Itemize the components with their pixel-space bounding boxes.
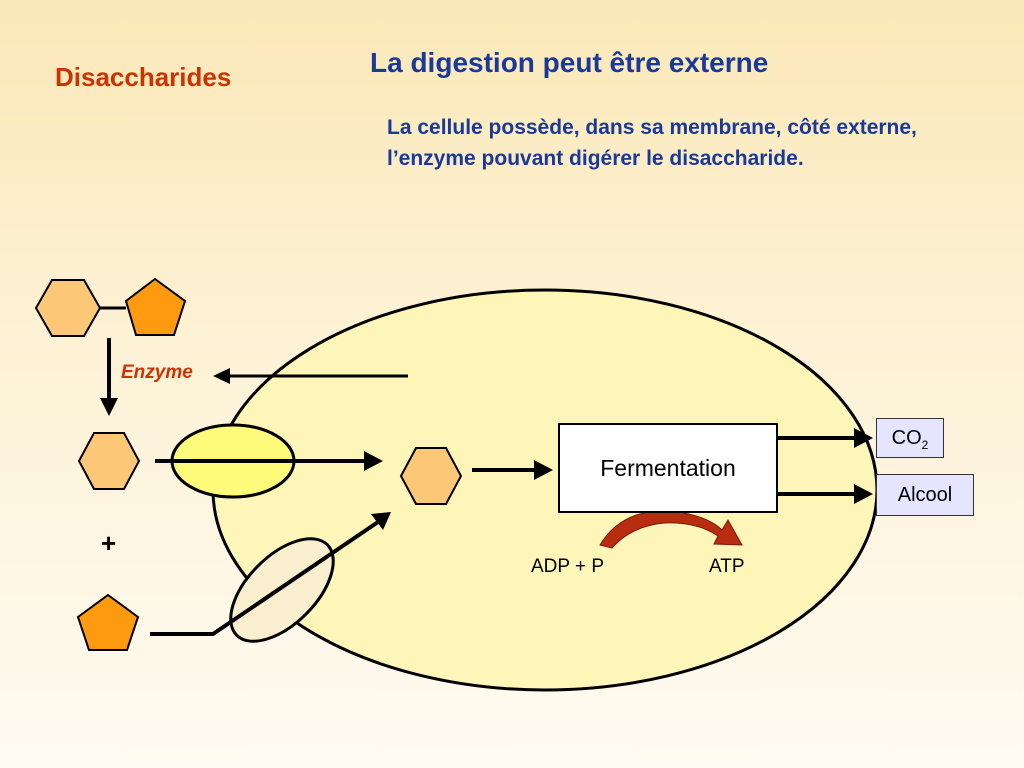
- fructose-transporter: [229, 537, 335, 643]
- slide-title: La digestion peut être externe: [370, 47, 769, 78]
- slide-description: La cellule possède, dans sa membrane, cô…: [387, 116, 917, 170]
- fermentation-label: Fermentation: [600, 455, 736, 481]
- alcool-product-box: Alcool: [876, 474, 974, 516]
- fructose-transport-arrow-head: [371, 512, 391, 530]
- glucose-transport-arrow-head: [364, 451, 383, 471]
- slide-subject-title: Disaccharides: [55, 62, 232, 92]
- co2-product-box: CO2: [876, 418, 944, 458]
- glucose-hexagon-icon: [77, 432, 141, 490]
- to-fermentation-arrow-head: [534, 460, 553, 480]
- glucose-inside-hexagon-icon: [399, 447, 463, 505]
- adp-label: ADP + P: [531, 556, 605, 577]
- fructose-pentagon-icon: [76, 593, 140, 651]
- plus-sign: +: [101, 528, 117, 558]
- alcool-arrow-head: [854, 484, 873, 504]
- co2-label: CO: [891, 427, 922, 449]
- enzyme-arrow-head: [213, 368, 230, 384]
- alcool-label: Alcool: [897, 484, 953, 506]
- enzyme-label: Enzyme: [121, 362, 193, 383]
- atp-label: ATP: [709, 556, 745, 577]
- fructose-transport-arrow: [150, 520, 380, 636]
- co2-subscript: 2: [921, 438, 929, 452]
- disaccharide-hexagon-icon: [34, 279, 102, 337]
- disaccharide-pentagon-icon: [124, 277, 187, 336]
- digestion-arrow-head: [100, 398, 118, 416]
- co2-arrow-head: [854, 428, 873, 448]
- fermentation-box: Fermentation: [558, 423, 778, 513]
